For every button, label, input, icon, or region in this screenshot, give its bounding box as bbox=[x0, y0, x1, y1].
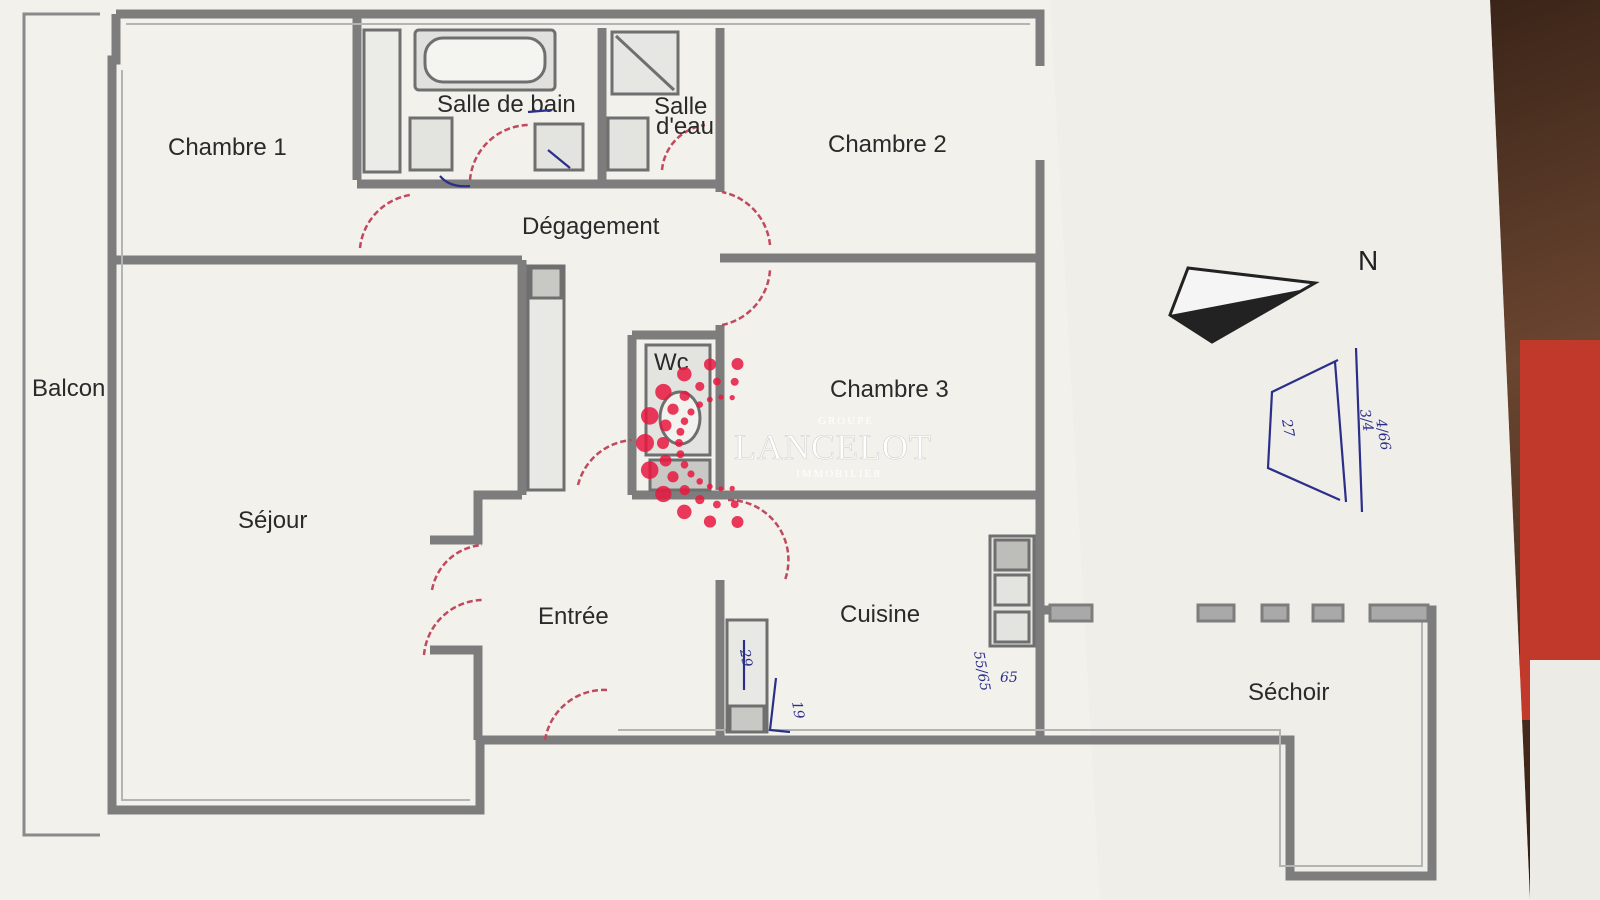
watermark-dot bbox=[677, 366, 692, 382]
watermark-dot bbox=[687, 408, 695, 416]
watermark-sub: IMMOBILIER bbox=[796, 468, 883, 480]
watermark-dot bbox=[703, 358, 717, 371]
door-chambre3 bbox=[721, 269, 772, 327]
kitchen-counter bbox=[988, 534, 1036, 648]
hand-dim-5: 3/4 bbox=[1356, 408, 1376, 433]
watermark-dot bbox=[676, 427, 685, 436]
watermark-dot bbox=[636, 434, 654, 452]
hand-trapezoid bbox=[1266, 359, 1341, 502]
door-sejour-2 bbox=[422, 598, 483, 656]
watermark-dot bbox=[657, 437, 669, 449]
watermark-dot bbox=[703, 515, 717, 528]
watermark-dot bbox=[667, 471, 679, 483]
lancelot-watermark: GROUPE LANCELOT IMMOBILIER bbox=[636, 358, 932, 528]
shower bbox=[610, 30, 680, 96]
label-entree: Entrée bbox=[538, 603, 609, 630]
label-chambre2: Chambre 2 bbox=[828, 131, 947, 158]
watermark-dot-pattern bbox=[636, 358, 744, 528]
watermark-dot bbox=[655, 383, 672, 401]
sinks-and-toilet bbox=[362, 28, 650, 174]
label-salle-deau-2: d'eau bbox=[656, 113, 714, 140]
watermark-dot bbox=[730, 377, 739, 386]
watermark-dot bbox=[655, 485, 672, 503]
placards bbox=[526, 264, 769, 734]
watermark-dot bbox=[695, 381, 705, 391]
watermark-dot bbox=[731, 516, 744, 528]
watermark-dot bbox=[695, 495, 705, 505]
wall-entree-sejour-low bbox=[430, 645, 483, 740]
compass: N bbox=[1168, 245, 1378, 344]
hand-dim-2: 19 bbox=[788, 700, 807, 720]
door-sejour-1 bbox=[430, 543, 483, 591]
watermark-dot bbox=[667, 403, 679, 415]
room-labels: Chambre 1 Salle de bain Salle d'eau Cham… bbox=[32, 91, 1329, 706]
hand-dim-1: 29 bbox=[736, 647, 755, 668]
door-sdb bbox=[468, 123, 531, 181]
door-entree bbox=[543, 688, 609, 741]
watermark-dot bbox=[640, 461, 659, 479]
watermark-dot bbox=[679, 390, 690, 402]
hand-dim-3: 55/65 bbox=[970, 650, 993, 693]
door-cuisine bbox=[727, 498, 790, 581]
underlying-paper-sheet bbox=[1530, 660, 1600, 900]
label-salle-de-bain: Salle de bain bbox=[437, 91, 576, 118]
label-sejour: Séjour bbox=[238, 507, 307, 534]
watermark-dot bbox=[696, 478, 703, 485]
watermark-dot bbox=[706, 396, 713, 403]
label-chambre3: Chambre 3 bbox=[830, 376, 949, 403]
handwritten-annotations: 3/4 4/66 27 29 19 55/65 65 bbox=[439, 108, 1393, 734]
red-folder-background bbox=[1520, 340, 1600, 720]
outer-wall-top bbox=[116, 9, 1045, 66]
hand-dim-6: 4/66 bbox=[1372, 417, 1393, 452]
balcon-outline bbox=[22, 12, 100, 837]
watermark-dot bbox=[680, 460, 689, 469]
hand-dim-7: 27 bbox=[1278, 417, 1297, 438]
door-arcs bbox=[358, 123, 790, 741]
watermark-dot bbox=[680, 417, 689, 426]
watermark-groupe: GROUPE bbox=[818, 415, 874, 427]
label-degagement: Dégagement bbox=[522, 213, 660, 240]
watermark-dot bbox=[659, 419, 672, 432]
watermark-dot bbox=[712, 377, 721, 386]
watermark-dot bbox=[731, 358, 744, 370]
watermark-dot bbox=[730, 500, 739, 509]
label-salle-deau-1: Salle bbox=[654, 93, 707, 120]
paper-shadow bbox=[1050, 0, 1530, 900]
watermark-dot bbox=[729, 394, 735, 401]
watermark-dot bbox=[696, 401, 703, 408]
watermark-dot bbox=[712, 500, 721, 509]
watermark-dot bbox=[659, 454, 672, 467]
hand-dim-4: 65 bbox=[1000, 670, 1018, 686]
wall-sejour-entree bbox=[430, 490, 522, 545]
watermark-dot bbox=[677, 504, 692, 520]
walls-inner-lines bbox=[121, 23, 1423, 867]
watermark-dot bbox=[729, 485, 735, 492]
door-sde bbox=[660, 123, 706, 171]
label-cuisine: Cuisine bbox=[840, 601, 920, 628]
watermark-dot bbox=[675, 439, 683, 447]
compass-north-label: N bbox=[1358, 245, 1378, 276]
door-chambre2 bbox=[721, 190, 772, 246]
sechoir-grille bbox=[1048, 603, 1430, 623]
watermark-dot bbox=[640, 407, 659, 425]
watermark-dot bbox=[687, 470, 695, 478]
label-balcon: Balcon bbox=[32, 375, 105, 402]
watermark-dot bbox=[718, 486, 724, 492]
watermark-dot bbox=[676, 450, 685, 459]
watermark-dot bbox=[706, 483, 713, 490]
door-wc bbox=[576, 438, 633, 486]
watermark-name: LANCELOT bbox=[734, 427, 932, 467]
bathtub bbox=[413, 28, 557, 92]
door-chambre1 bbox=[358, 193, 411, 249]
walls bbox=[107, 9, 1437, 881]
label-sechoir: Séchoir bbox=[1248, 679, 1329, 706]
watermark-dot bbox=[679, 484, 690, 496]
label-chambre1: Chambre 1 bbox=[168, 134, 287, 161]
watermark-dot bbox=[718, 394, 724, 400]
